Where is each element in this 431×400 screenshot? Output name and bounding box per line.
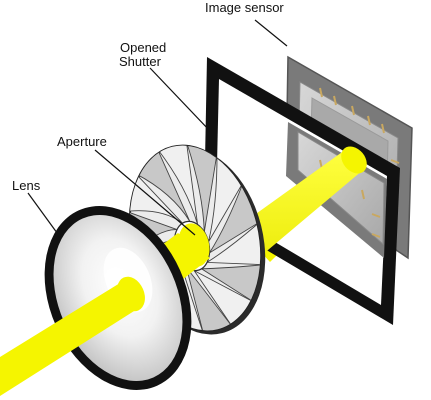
light-beam-incoming — [0, 283, 142, 396]
aperture-label: Aperture — [57, 134, 107, 149]
image-sensor-leader — [254, 19, 288, 47]
callout-lines — [27, 19, 288, 238]
shutter-label-line1: Opened — [120, 40, 166, 55]
image-sensor-label: Image sensor — [205, 0, 284, 15]
lens-leader — [27, 192, 61, 238]
shutter-leader — [149, 67, 211, 132]
lens-label: Lens — [12, 178, 41, 193]
shutter-label-line2: Shutter — [119, 54, 162, 69]
light-beam-on-lens — [117, 276, 145, 312]
aperture-leader — [94, 149, 196, 236]
